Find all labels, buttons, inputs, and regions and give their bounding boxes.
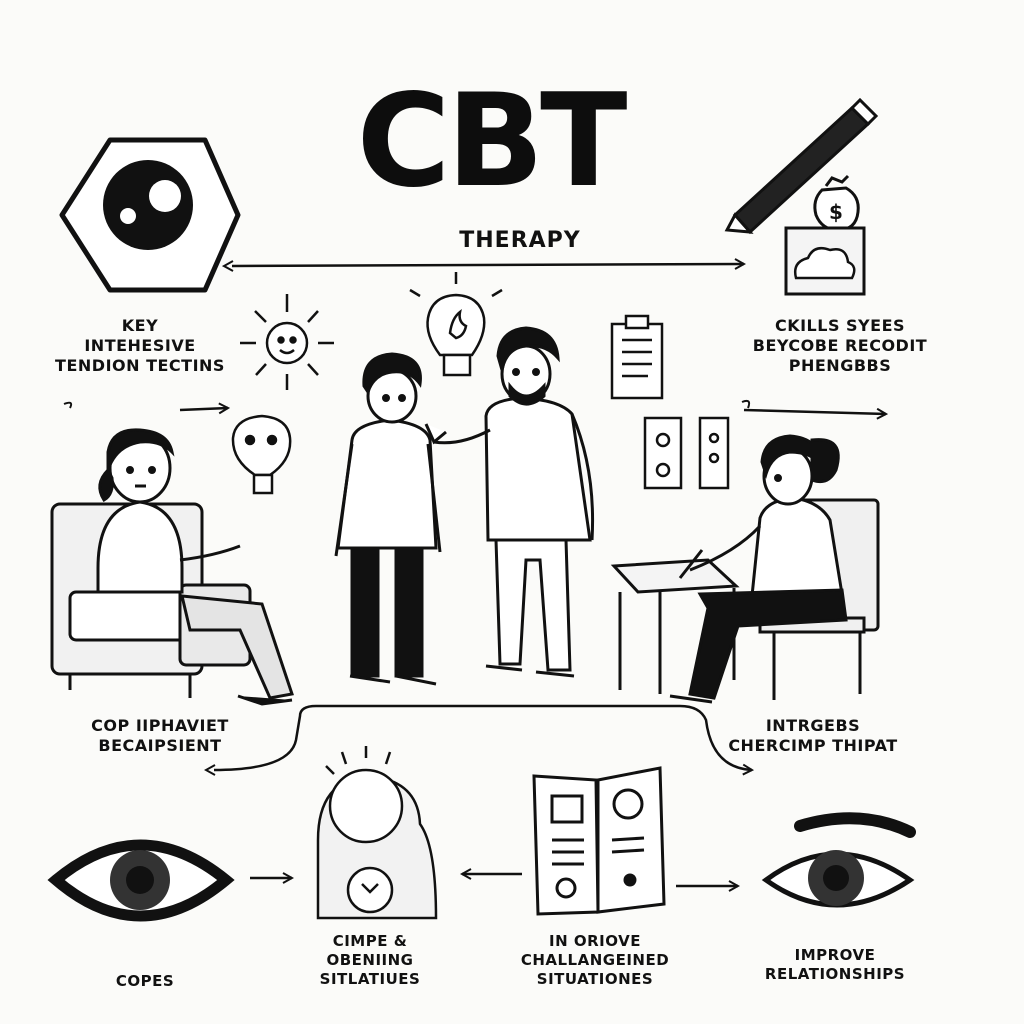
- page-title: CBT: [356, 67, 628, 216]
- cloud-icon: [784, 226, 866, 296]
- left-seated-person: [50, 428, 294, 706]
- pencil-icon: [724, 97, 879, 235]
- hexagon-eye-icon: [59, 137, 241, 293]
- label-top-right: CKILLS SYEES BEYCOBE RECODIT PHENGBBS: [752, 316, 928, 375]
- label-bottom-3: IN ORIOVE CHALLANGEINED SITUATIONES: [520, 932, 670, 988]
- label-bottom-1: COPES: [115, 972, 175, 990]
- center-person-right: [424, 326, 595, 678]
- left-squiggle-arrow: [179, 408, 228, 410]
- label-top-left: KEY INTEHESIVE TENDION TECTINS: [55, 316, 225, 375]
- lightbulb-face-icon: [231, 414, 292, 495]
- label-mid-right: INTRGEBS CHERCIMP THIPAT: [728, 716, 898, 755]
- right-seated-person: [610, 434, 880, 704]
- svg-text:$: $: [829, 200, 843, 224]
- top-connector-arrow: [232, 264, 744, 266]
- bold-eye-icon: [47, 839, 235, 922]
- money-bag-icon: $: [813, 174, 860, 232]
- person-icon: [316, 746, 438, 920]
- wall-poster-icon: [643, 416, 730, 490]
- eye-with-brow-icon: [761, 812, 916, 908]
- mid-bracket-arrow: [214, 704, 752, 770]
- lightbulb-icon: [409, 272, 503, 377]
- clipboard-icon: [610, 314, 664, 400]
- right-squiggle-arrow: [743, 410, 886, 414]
- label-bottom-2: CIMPE & OBENIING SITLATIUES: [319, 932, 421, 988]
- label-bottom-4: IMPROVE RELATIONSHIPS: [764, 946, 906, 983]
- center-person-left: [334, 352, 442, 686]
- book-icon: [532, 766, 666, 916]
- label-mid-left: COP IIPHAVIET BECAIPSIENT: [91, 716, 229, 755]
- page-subtitle: THERAPY: [459, 228, 581, 253]
- sun-icon: [240, 294, 334, 390]
